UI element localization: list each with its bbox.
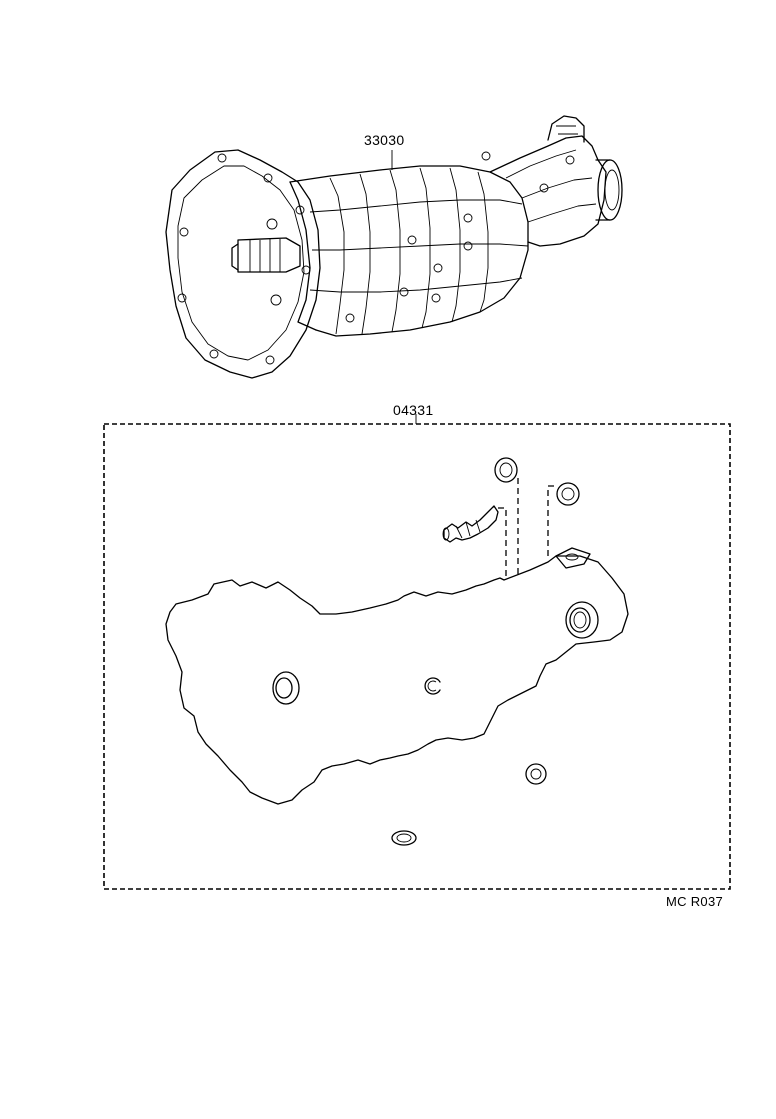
breather-plug <box>442 505 499 543</box>
part-number-transmission: 33030 <box>364 132 405 148</box>
o-ring-top-left <box>494 457 518 483</box>
oil-seal-rear <box>565 601 599 639</box>
shim-plate <box>555 547 591 569</box>
transmission-gasket-outline <box>165 555 629 805</box>
snap-ring <box>424 677 441 695</box>
gasket-kit-box <box>103 414 731 890</box>
oil-seal-front <box>272 671 300 705</box>
o-ring-top-right <box>556 482 580 506</box>
transmission-assembly-illustration <box>165 115 623 379</box>
o-ring-lower <box>525 763 547 785</box>
washer-bottom <box>391 830 417 846</box>
part-number-gasket-kit: 04331 <box>393 402 434 418</box>
leader-lines <box>498 478 554 580</box>
drawing-reference-code: MC R037 <box>666 894 724 909</box>
